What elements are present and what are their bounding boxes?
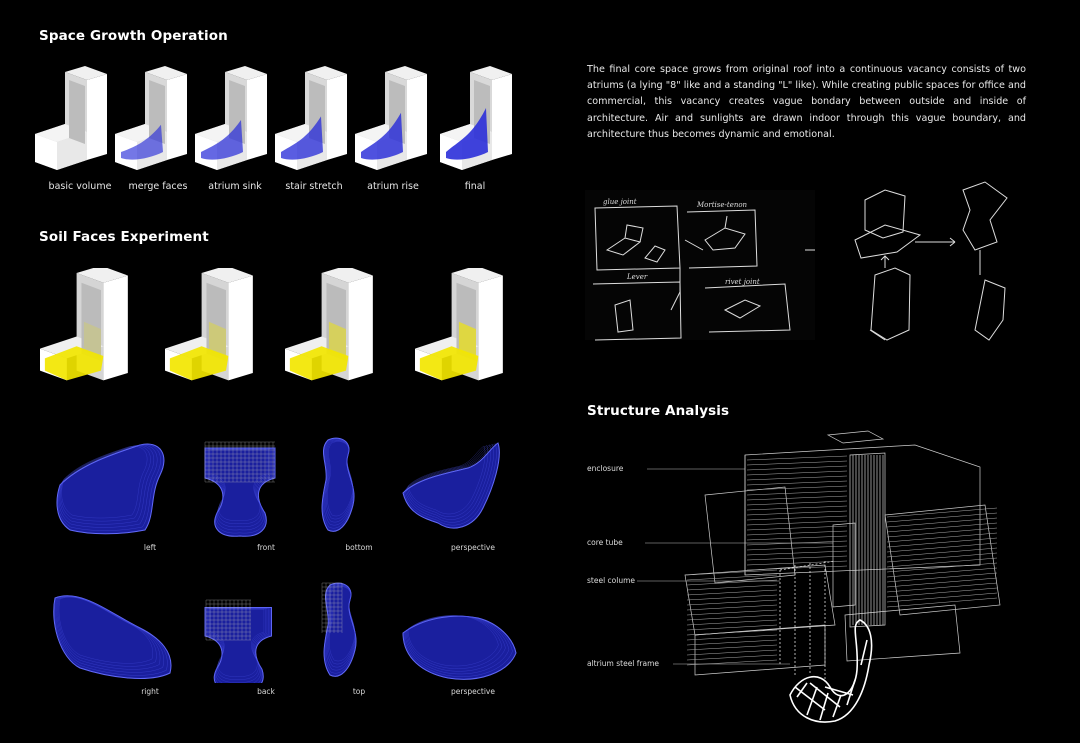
soil-volume (415, 268, 503, 381)
growth-volume (440, 66, 512, 170)
structure-label: altrium steel frame (587, 659, 660, 668)
structure-label: core tube (587, 538, 623, 547)
mesh-bottom-view (321, 437, 355, 532)
soil-row (30, 268, 530, 388)
soil-volume (40, 268, 128, 381)
mesh-grid-overlay (205, 599, 251, 641)
growth-volume (195, 66, 267, 170)
structure-diagram: enclosure core tube steel colume altrium… (585, 425, 1045, 730)
mesh-row-2 (40, 578, 530, 683)
sketch-note: Lever (626, 273, 648, 281)
mesh-grid-overlay (321, 582, 343, 633)
growth-volume (35, 66, 107, 170)
atrium-frame (789, 619, 873, 723)
sketch-panel-left (585, 190, 815, 340)
mesh-views-bottom (53, 582, 517, 683)
sketch-note: rivet joint (725, 278, 760, 286)
growth-volume (355, 66, 427, 170)
view-caption: back (257, 687, 275, 696)
growth-caption: basic volume (48, 181, 112, 192)
sketch-area: glue joint Mortise-tenon Lever rivet joi… (585, 180, 1040, 360)
structure-title: Structure Analysis (587, 403, 730, 419)
view-caption: top (352, 687, 366, 696)
structure-axonometric (637, 430, 1001, 723)
growth-title: Space Growth Operation (39, 28, 228, 44)
growth-volume (275, 66, 347, 170)
view-caption: perspective (451, 543, 495, 552)
growth-volume (115, 66, 187, 170)
growth-caption: merge faces (128, 181, 188, 192)
soil-volume (165, 268, 253, 381)
view-caption: bottom (345, 543, 373, 552)
mesh-captions-2: right back top perspective (40, 687, 530, 699)
growth-caption: atrium sink (208, 181, 262, 192)
growth-caption: final (464, 181, 486, 192)
view-caption: right (141, 687, 159, 696)
soil-volume (285, 268, 373, 381)
mesh-captions-1: left front bottom perspective (40, 543, 530, 555)
mesh-grid-overlay (204, 441, 275, 483)
mesh-right-view (53, 595, 172, 679)
joint-sketches: glue joint Mortise-tenon Lever rivet joi… (585, 181, 1008, 341)
view-caption: left (143, 543, 157, 552)
soil-volumes (40, 268, 503, 381)
structure-label: enclosure (587, 464, 624, 473)
mesh-left-view (56, 443, 165, 535)
view-caption: perspective (451, 687, 495, 696)
sketch-note: glue joint (603, 198, 637, 206)
mesh-views-top (56, 437, 500, 537)
growth-captions: basic volume merge faces atrium sink sta… (30, 181, 530, 195)
view-caption: front (257, 543, 275, 552)
structure-label: steel colume (587, 576, 636, 585)
soil-title: Soil Faces Experiment (39, 229, 209, 245)
growth-row (30, 60, 530, 170)
mesh-back-view (204, 607, 272, 683)
mesh-row-1 (40, 430, 530, 540)
description-text: The final core space grows from original… (587, 64, 1026, 140)
mesh-perspective-view (402, 442, 500, 529)
mesh-top-view (323, 582, 357, 677)
sketch-note: Mortise-tenon (696, 201, 748, 209)
growth-caption: atrium rise (367, 181, 419, 192)
mesh-front-view (204, 447, 276, 537)
growth-caption: stair stretch (285, 181, 343, 192)
growth-volumes (35, 66, 512, 170)
mesh-perspective-view-2 (402, 615, 517, 680)
